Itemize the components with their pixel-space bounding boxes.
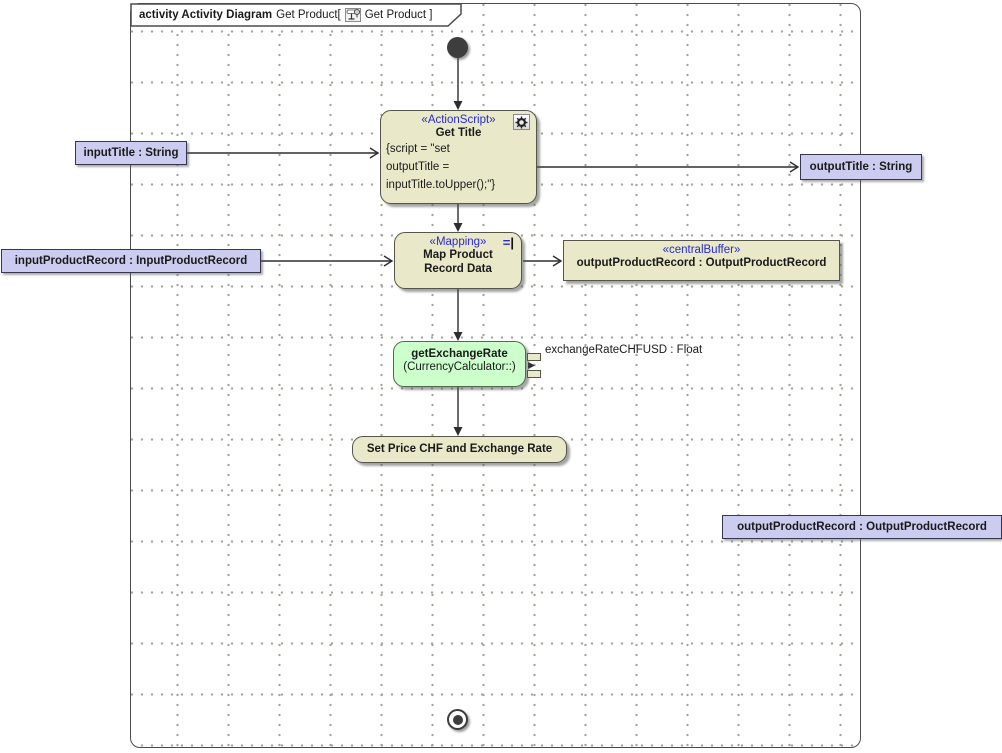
frame-title-tab xyxy=(130,3,462,27)
mapping-name: Map Product Record Data xyxy=(423,249,493,276)
frame-name: Get Product[ xyxy=(276,8,341,21)
exchange-name: getExchangeRate xyxy=(411,348,508,360)
final-node-dot xyxy=(452,714,463,725)
mapping-icon: =| xyxy=(502,235,514,250)
get-title-script: {script = "set outputTitle = inputTitle.… xyxy=(386,143,496,191)
activity-diagram-icon xyxy=(344,7,361,22)
frame-title: activity Activity Diagram Get Product[ G… xyxy=(139,5,432,24)
action-get-title[interactable]: «ActionScript» Get Title {script = "set … xyxy=(380,110,537,204)
parameter-input-title[interactable]: inputTitle : String xyxy=(75,141,187,165)
action-get-exchange-rate[interactable]: getExchangeRate (CurrencyCalculator::) xyxy=(393,341,526,387)
frame-reference: Get Product ] xyxy=(364,8,433,21)
central-buffer-stereotype: «centralBuffer» xyxy=(662,244,741,256)
central-buffer-node[interactable]: «centralBuffer» outputProductRecord : Ou… xyxy=(563,240,840,281)
frame-keyword: activity Activity Diagram xyxy=(139,8,273,21)
action-map-product-record-data[interactable]: «Mapping» Map Product Record Data =| xyxy=(394,232,522,289)
output-pin-lower[interactable] xyxy=(527,370,541,378)
set-price-name: Set Price CHF and Exchange Rate xyxy=(366,443,553,456)
parameter-input-product-record[interactable]: inputProductRecord : InputProductRecord xyxy=(1,249,261,273)
mapping-stereotype: «Mapping» xyxy=(429,236,487,248)
initial-node[interactable] xyxy=(447,37,468,58)
get-title-name: Get Title xyxy=(435,127,482,139)
activity-final-node[interactable] xyxy=(447,709,468,730)
central-buffer-name: outputProductRecord : OutputProductRecor… xyxy=(576,257,827,269)
parameter-output-product-record[interactable]: outputProductRecord : OutputProductRecor… xyxy=(722,515,1002,539)
action-set-price[interactable]: Set Price CHF and Exchange Rate xyxy=(352,436,567,463)
parameter-output-title[interactable]: outputTitle : String xyxy=(800,154,922,180)
output-pin-upper[interactable] xyxy=(527,353,541,361)
get-title-stereotype: «ActionScript» xyxy=(421,114,496,126)
exchange-qualifier: (CurrencyCalculator::) xyxy=(403,361,516,374)
gear-icon[interactable] xyxy=(513,114,530,130)
exchange-pin-label: exchangeRateCHFUSD : Float xyxy=(545,344,703,356)
